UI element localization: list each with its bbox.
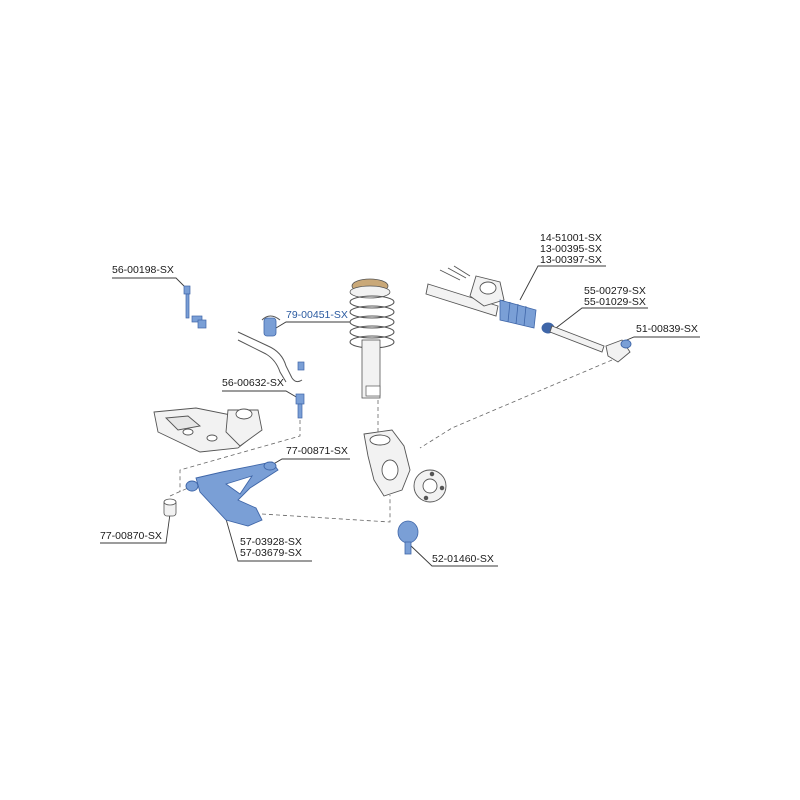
steering-rack-part — [425, 265, 505, 317]
sway-link-part — [183, 285, 207, 329]
dash-bushing — [169, 487, 189, 497]
control-arm-part — [185, 461, 279, 527]
leader-ball-joint — [409, 544, 498, 567]
label-end-link[interactable]: 56-00632-SX — [222, 377, 284, 389]
inner-tie-rod-part — [541, 322, 605, 353]
strut-part — [349, 278, 395, 399]
label-inner-tie-rod-1[interactable]: 55-00279-SX — [584, 285, 646, 297]
stabilizer-bar — [237, 331, 303, 383]
leader-inner-tie-rod — [555, 307, 648, 329]
label-ball-joint[interactable]: 52-01460-SX — [432, 553, 494, 565]
label-control-arm-2[interactable]: 57-03679-SX — [240, 547, 302, 559]
rack-boot-part — [499, 299, 537, 329]
dash-arm-to-knuckle — [261, 495, 391, 523]
label-rear-bushing[interactable]: 77-00871-SX — [286, 445, 348, 457]
label-stab-bushing[interactable]: 79-00451-SX — [286, 309, 348, 321]
stab-bushing-part — [261, 315, 281, 337]
knuckle-part — [363, 429, 411, 497]
label-rack-boot-1[interactable]: 14-51001-SX — [540, 232, 602, 244]
label-rack-boot-2[interactable]: 13-00395-SX — [540, 243, 602, 255]
outer-tie-rod-part — [605, 339, 632, 363]
leader-front-bushing — [100, 513, 171, 544]
label-outer-tie-rod[interactable]: 51-00839-SX — [636, 323, 698, 335]
hub-part — [413, 469, 447, 503]
leader-rack-boot — [519, 265, 606, 301]
assembly-dashed-lines — [169, 359, 613, 523]
leader-control-arm — [223, 511, 312, 562]
subframe-part — [153, 407, 263, 453]
dash-rack-to-knuckle — [419, 359, 613, 449]
leader-rear-bushing — [269, 458, 350, 467]
dash-link-to-arm — [179, 420, 301, 492]
leader-stab-bushing — [275, 321, 350, 329]
front-bushing-part — [163, 498, 177, 517]
label-sway-link[interactable]: 56-00198-SX — [112, 264, 174, 276]
leader-sway-link — [112, 277, 187, 289]
label-rack-boot-3[interactable]: 13-00397-SX — [540, 254, 602, 266]
leader-end-link — [222, 390, 299, 399]
ball-joint-part — [397, 520, 419, 555]
end-link-part — [295, 361, 305, 419]
label-inner-tie-rod-2[interactable]: 55-01029-SX — [584, 296, 646, 308]
leader-outer-tie-rod — [621, 336, 700, 343]
label-front-bushing[interactable]: 77-00870-SX — [100, 530, 162, 542]
label-control-arm-1[interactable]: 57-03928-SX — [240, 536, 302, 548]
